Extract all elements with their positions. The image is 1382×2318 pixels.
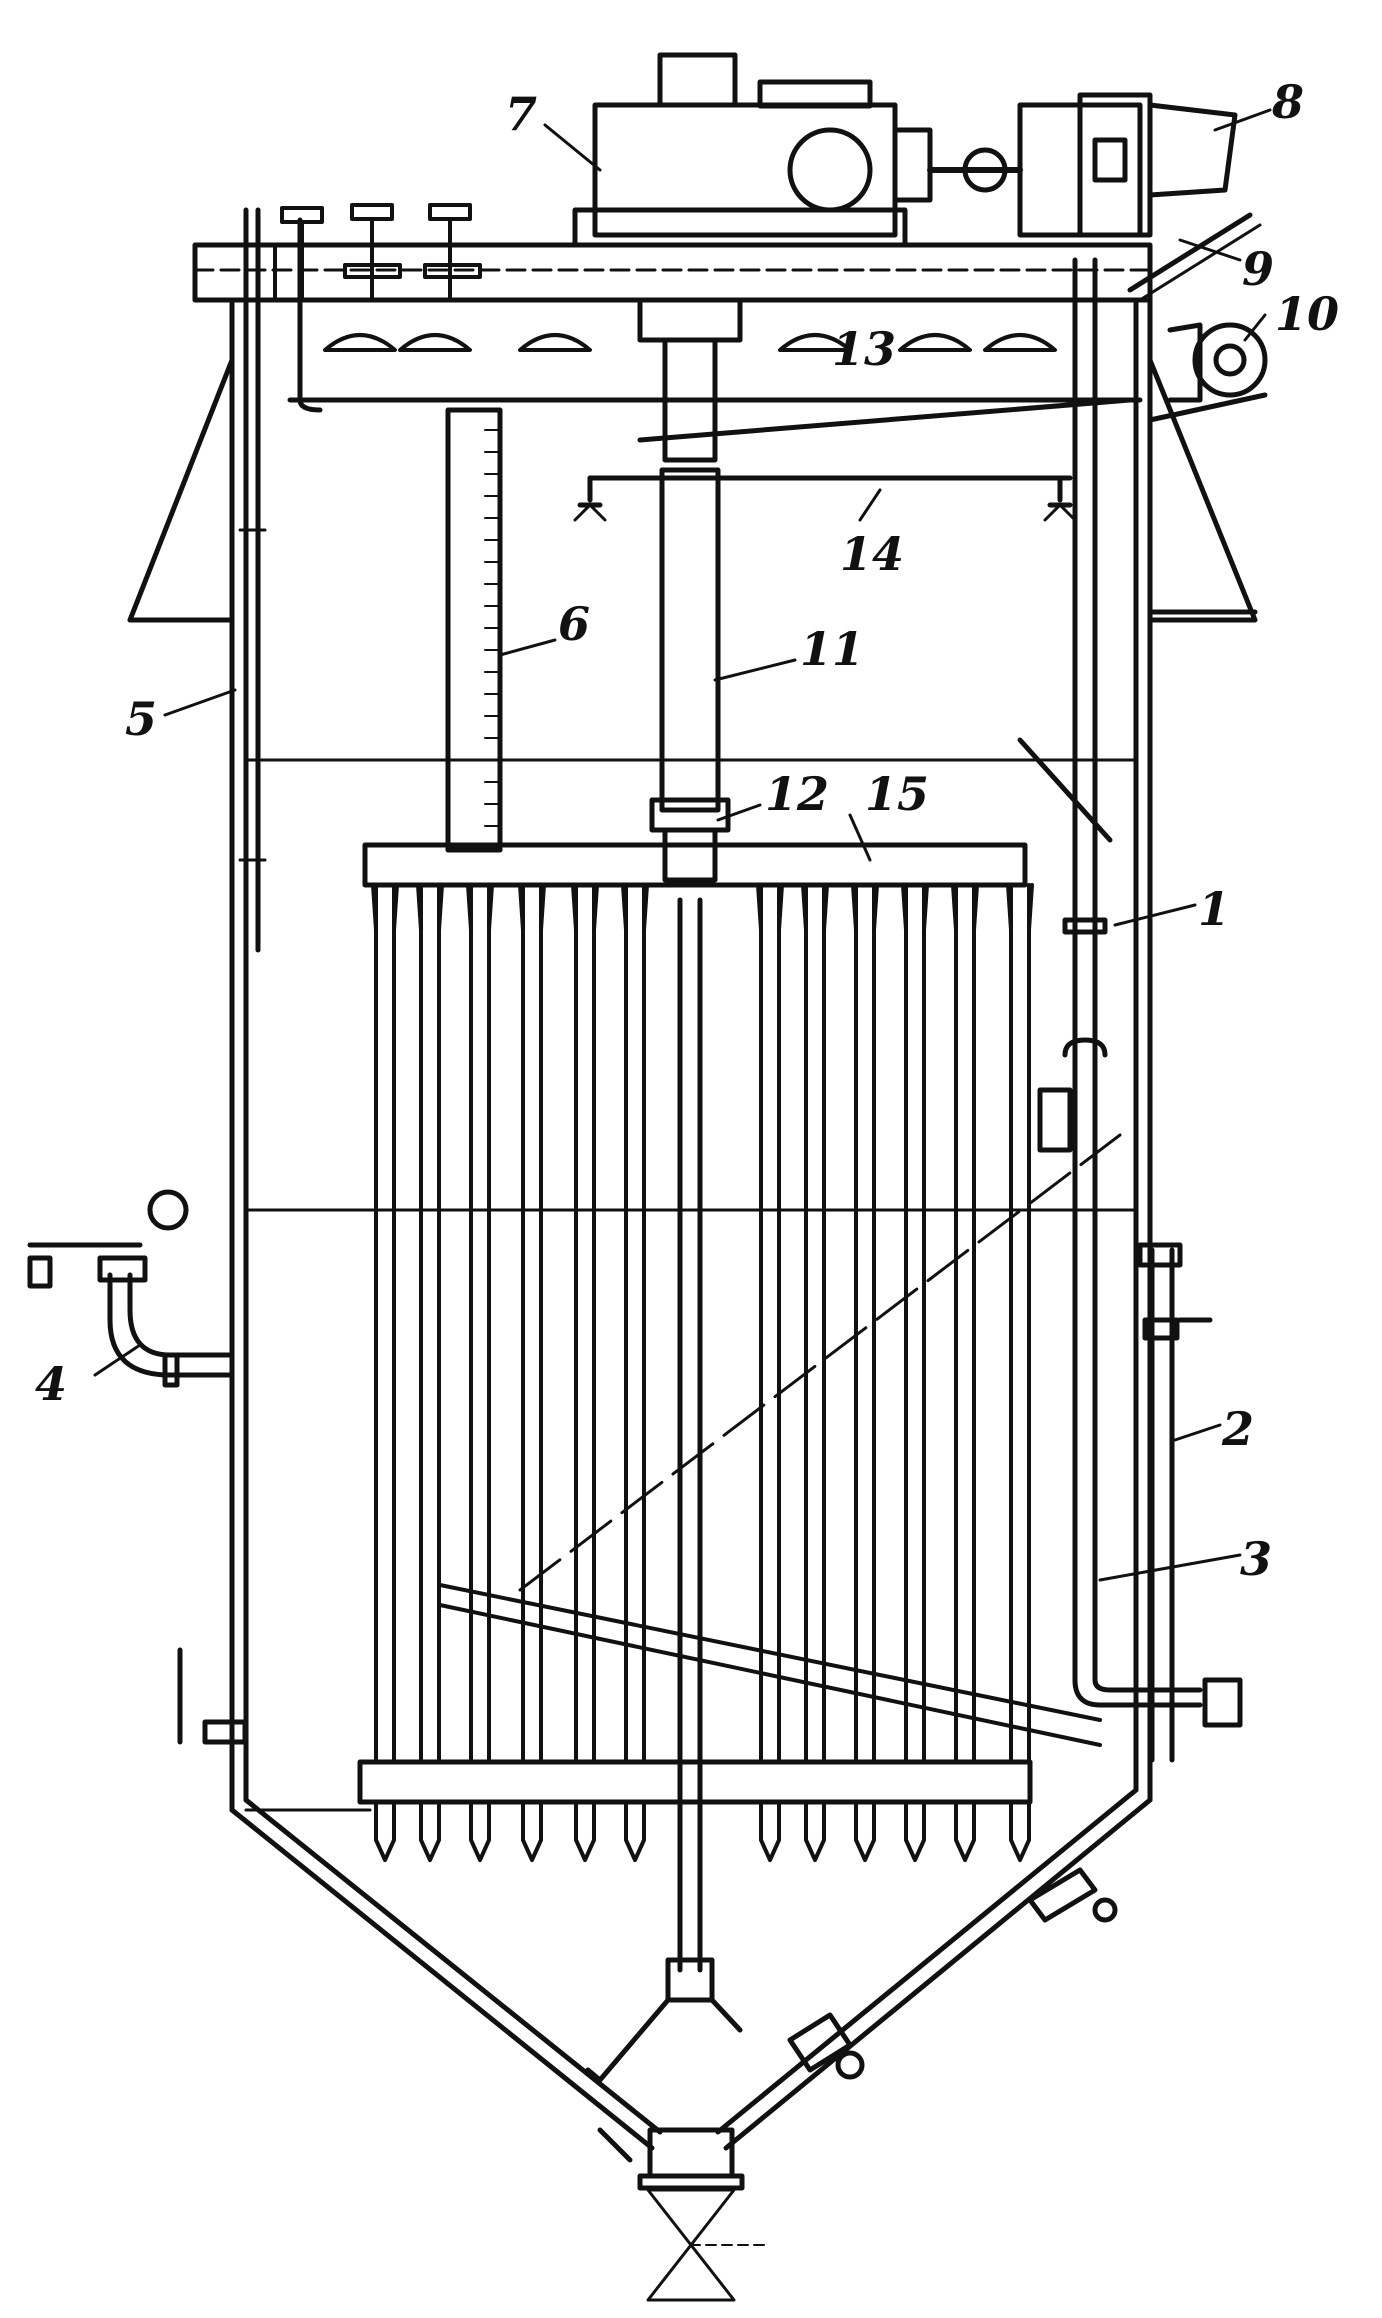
- filter-element: [416, 883, 444, 1862]
- filter-element: [851, 883, 879, 1862]
- callout-9: 9: [1242, 242, 1274, 296]
- callout-11: 11: [800, 622, 864, 676]
- winch: [1147, 322, 1268, 423]
- callout-2: 2: [1221, 1402, 1254, 1456]
- filter-element: [621, 883, 649, 1862]
- level-gauge: [238, 207, 267, 953]
- central-shaft: [585, 297, 743, 2083]
- spray-heads: [287, 217, 1143, 443]
- filter-element: [466, 883, 494, 1862]
- drive-unit: [572, 52, 1023, 248]
- callout-12: 12: [765, 767, 829, 821]
- filter-element: [571, 883, 599, 1862]
- lower-side-valve: [177, 1647, 248, 1745]
- external-pipe: [1137, 1242, 1243, 1763]
- filter-element: [801, 883, 829, 1862]
- callout-15: 15: [865, 767, 929, 821]
- callout-10: 10: [1275, 287, 1339, 341]
- scale-column: [445, 407, 503, 853]
- motor: [1017, 92, 1238, 238]
- callout-14: 14: [840, 527, 904, 581]
- callout-13: 13: [832, 322, 896, 376]
- top-valves: [280, 203, 482, 302]
- side-pipe: [1017, 257, 1203, 1708]
- filter-element: [371, 883, 399, 1862]
- callout-1: 1: [1198, 882, 1230, 936]
- callout-3: 3: [1240, 1532, 1272, 1586]
- callout-4: 4: [35, 1357, 67, 1411]
- callout-6: 6: [558, 597, 590, 651]
- filter-element: [901, 883, 929, 1862]
- bottom-outlet: [637, 2127, 766, 2302]
- cone-nozzles: [597, 1867, 1118, 2163]
- filter-element: [951, 883, 979, 1862]
- filter-element: [756, 883, 784, 1862]
- filter-frame: [357, 842, 1034, 1862]
- callout-labels: 1 2 3 4 5 6 7 8 9 10 11 12 13 14 15: [35, 75, 1339, 1586]
- callout-8: 8: [1271, 75, 1304, 129]
- callout-5: 5: [125, 692, 157, 746]
- lever-mechanism: [1127, 212, 1262, 302]
- filter-element: [1006, 883, 1034, 1862]
- callout-7: 7: [505, 87, 537, 141]
- spray-arm: [573, 475, 1077, 522]
- callout-leaders: [93, 108, 1272, 1582]
- inner-pipe: [438, 1133, 1122, 1747]
- filter-element: [518, 883, 546, 1862]
